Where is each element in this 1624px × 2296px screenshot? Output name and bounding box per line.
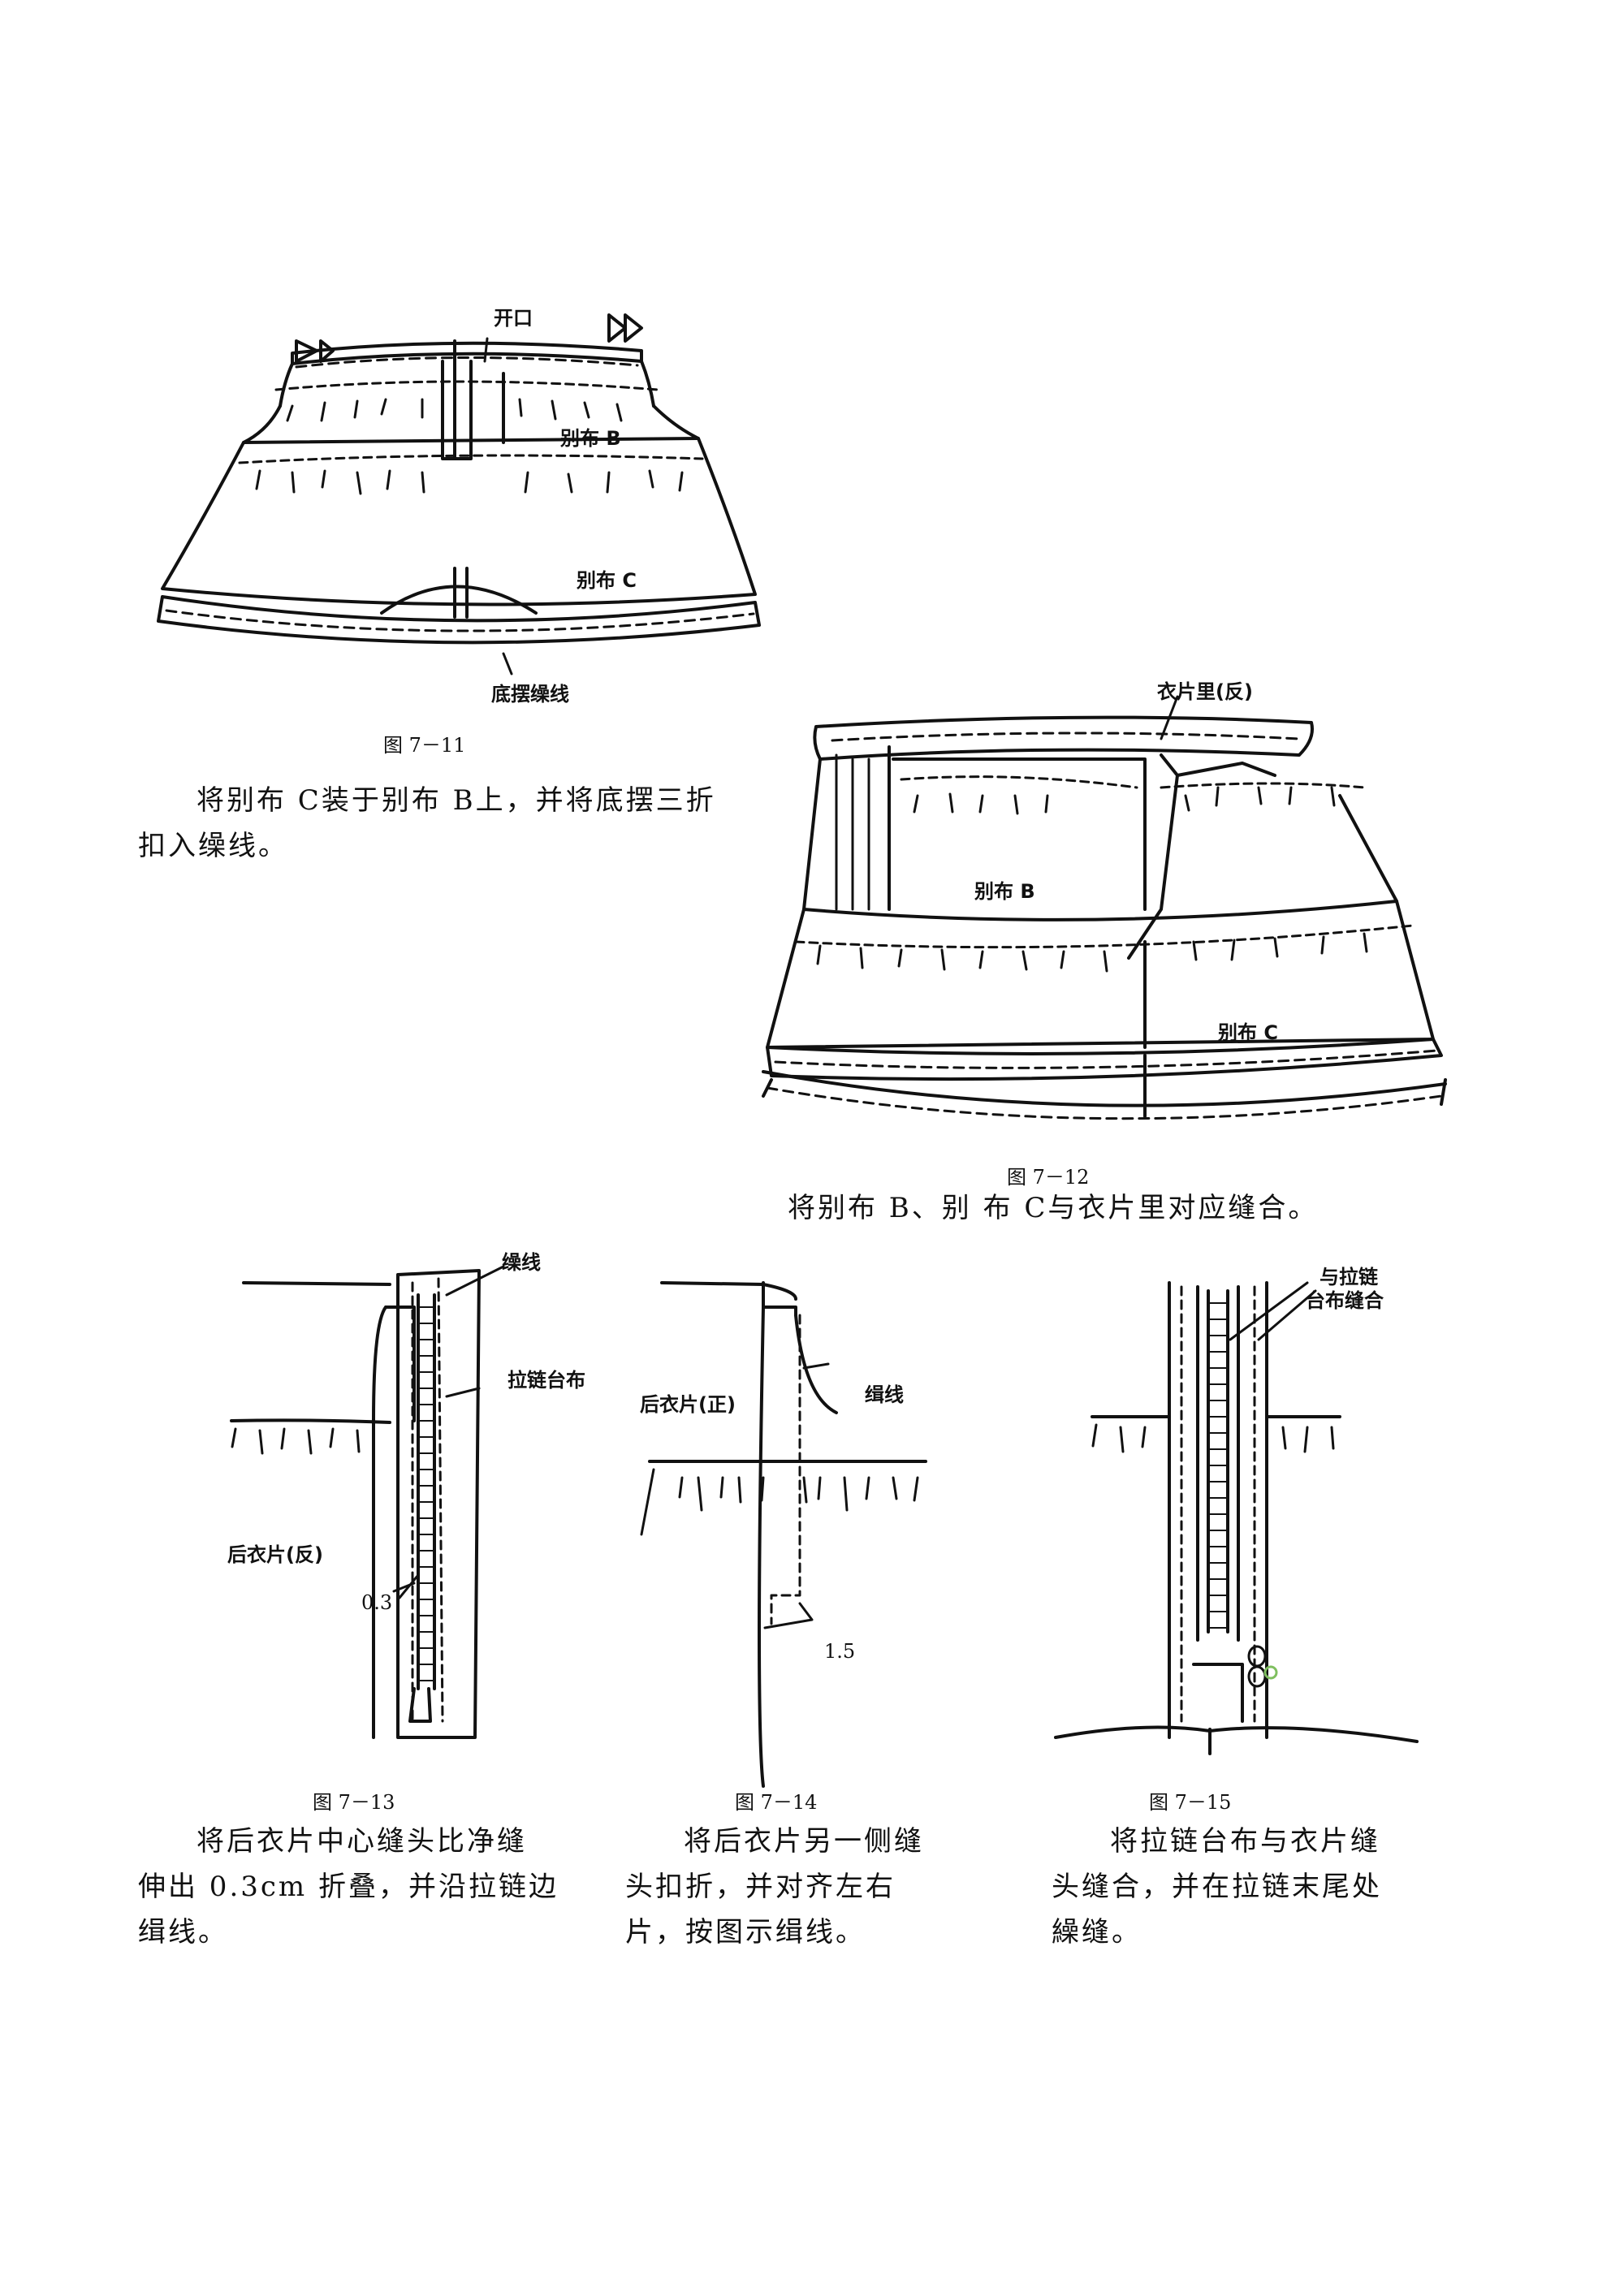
label-lining: 衣片里(反) xyxy=(1157,680,1253,703)
zipper-drawing-7-15 xyxy=(1054,1281,1419,1755)
figure-7-11: 开口 别布 B 别布 C 底摆缲线 图 7－11 xyxy=(0,0,812,757)
description-line: 将后衣片另一侧缝 xyxy=(684,1825,924,1858)
label-back-panel: 后衣片(正) xyxy=(640,1393,736,1416)
figure-caption: 图 7－14 xyxy=(735,1791,818,1814)
label-fabric-c: 别布 C xyxy=(577,569,637,592)
figure-7-15-description: 将拉链台布与衣片缝 头缝合，并在拉链末尾处 繰缝。 xyxy=(1052,1819,1382,1955)
figure-7-11-description: 将别布 C装于别布 B上，并将底摆三折 扣入缲线。 xyxy=(138,778,716,869)
label-stitch: 缲线 xyxy=(502,1251,541,1274)
figure-7-14: 后衣片(正) 缉线 1.5 图 7－14 xyxy=(633,1234,974,1819)
label-fabric-b: 别布 B xyxy=(560,427,621,450)
figure-caption: 图 7－12 xyxy=(1007,1166,1090,1189)
label-opening: 开口 xyxy=(494,307,533,330)
label-hem-stitch: 底摆缲线 xyxy=(491,683,569,706)
description-line: 将后衣片中心缝头比净缝 xyxy=(197,1825,527,1858)
label-fabric-b: 别布 B xyxy=(974,880,1035,903)
label-measure: 0.3 xyxy=(361,1591,393,1614)
skirt-drawing-7-12 xyxy=(762,695,1447,1120)
label-back-panel: 后衣片(反) xyxy=(227,1543,323,1566)
zipper-drawing-7-14 xyxy=(640,1281,927,1788)
figure-7-12: 衣片里(反) 别布 B 别布 C 图 7－12 xyxy=(706,666,1518,1189)
figure-7-15: 与拉链 台布缝合 图 7－15 xyxy=(1047,1234,1429,1819)
description-line: 缉线。 xyxy=(138,1916,228,1949)
description-line: 将别布 B、别 布 C与衣片里对应缝合。 xyxy=(788,1192,1319,1224)
description-line: 伸出 0.3cm 折叠，并沿拉链边 xyxy=(138,1871,559,1903)
label-sew-line2: 台布缝合 xyxy=(1306,1289,1384,1312)
label-stitch: 缉线 xyxy=(865,1383,904,1406)
figure-7-12-description: 将别布 B、别 布 C与衣片里对应缝合。 xyxy=(788,1185,1318,1231)
description-line: 将拉链台布与衣片缝 xyxy=(1110,1825,1380,1858)
label-fabric-c: 别布 C xyxy=(1218,1021,1278,1044)
figure-caption: 图 7－15 xyxy=(1149,1791,1232,1814)
label-zipper-tape: 拉链台布 xyxy=(508,1369,585,1392)
description-line: 扣入缲线。 xyxy=(138,830,288,862)
figure-7-13: 缲线 拉链台布 后衣片(反) 0.3 图 7－13 xyxy=(227,1234,650,1819)
figure-caption: 图 7－11 xyxy=(383,734,466,757)
figure-7-14-description: 将后衣片另一侧缝 头扣折，并对齐左右 片，按图示缉线。 xyxy=(625,1819,924,1955)
description-line: 片，按图示缉线。 xyxy=(625,1916,866,1949)
description-line: 将别布 C装于别布 B上，并将底摆三折 xyxy=(197,784,716,817)
zipper-drawing-7-13 xyxy=(230,1265,505,1739)
label-measure: 1.5 xyxy=(824,1640,856,1663)
label-sew-line1: 与拉链 xyxy=(1320,1266,1378,1288)
description-line: 头缝合，并在拉链末尾处 xyxy=(1052,1871,1382,1903)
skirt-drawing-7-11 xyxy=(157,313,761,675)
figure-caption: 图 7－13 xyxy=(313,1791,395,1814)
description-line: 头扣折，并对齐左右 xyxy=(625,1871,896,1903)
figure-7-13-description: 将后衣片中心缝头比净缝 伸出 0.3cm 折叠，并沿拉链边 缉线。 xyxy=(138,1819,559,1955)
description-line: 繰缝。 xyxy=(1052,1916,1142,1949)
